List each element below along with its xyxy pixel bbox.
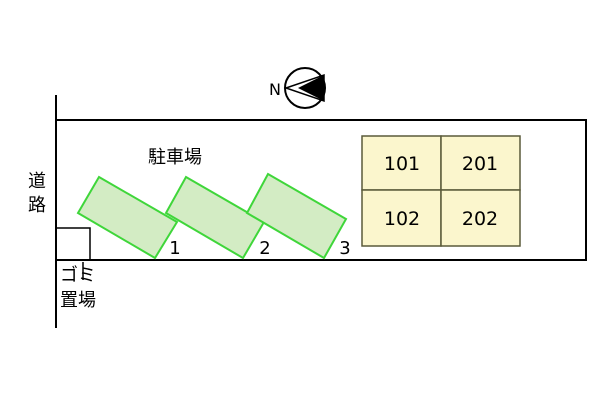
unit-102-label: 102 bbox=[384, 208, 420, 230]
garbage-box bbox=[55, 227, 91, 261]
unit-202 bbox=[440, 189, 521, 247]
garbage-label-line2: 置場 bbox=[60, 290, 96, 311]
unit-201-label: 201 bbox=[462, 153, 498, 175]
building: 101 201 102 202 bbox=[361, 135, 521, 247]
garbage-label-line1: ゴミ bbox=[60, 265, 96, 286]
parking-title: 駐車場 bbox=[148, 147, 202, 168]
garbage-area: ゴミ 置場 bbox=[55, 227, 96, 311]
road-label-line1: 道 bbox=[28, 171, 46, 192]
north-label: N bbox=[269, 80, 281, 99]
unit-101-label: 101 bbox=[384, 153, 420, 175]
parking-space-number-1: 1 bbox=[169, 238, 180, 259]
parking-space-1 bbox=[76, 175, 179, 260]
road-label-line2: 路 bbox=[28, 195, 46, 216]
parking-spaces: 1 2 3 bbox=[76, 172, 351, 260]
unit-102 bbox=[361, 189, 442, 247]
unit-202-label: 202 bbox=[462, 208, 498, 230]
compass: N bbox=[269, 67, 326, 109]
compass-needle bbox=[298, 75, 324, 101]
parking-space-number-3: 3 bbox=[339, 238, 350, 259]
lot-boundary bbox=[55, 119, 587, 261]
parking-space-3 bbox=[245, 172, 348, 260]
parking-space-number-2: 2 bbox=[259, 238, 270, 259]
